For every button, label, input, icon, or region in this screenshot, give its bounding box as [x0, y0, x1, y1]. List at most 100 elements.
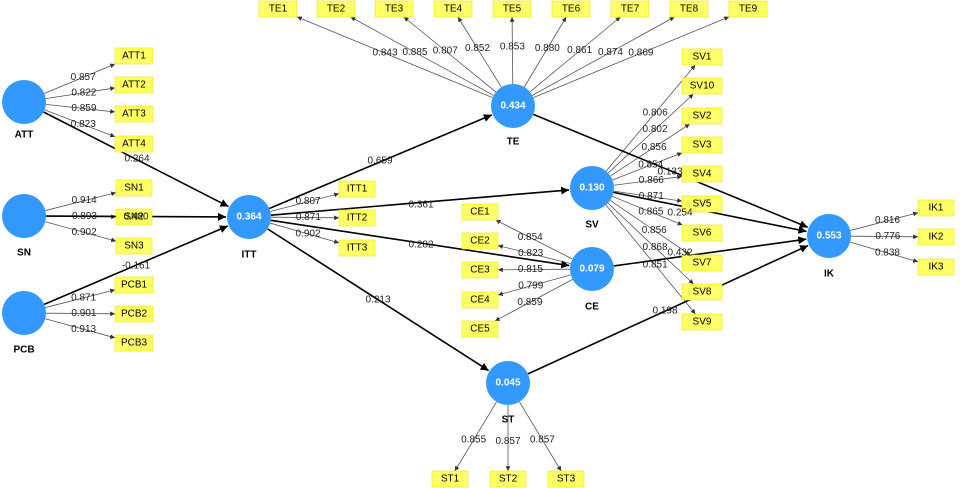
indicator-box[interactable]	[114, 305, 154, 323]
latent-itt[interactable]	[227, 195, 271, 239]
loading-arrow-sv9	[605, 204, 696, 315]
loading-arrow-sv6	[612, 195, 683, 226]
loading-value: 0.856	[642, 225, 667, 236]
indicator-box[interactable]	[681, 224, 723, 242]
loading-arrow-st3	[519, 401, 562, 472]
indicator-box[interactable]	[461, 261, 499, 279]
indicator-box[interactable]	[681, 254, 723, 272]
indicator-label: CE1	[470, 207, 490, 218]
loading-value: 0.843	[373, 48, 398, 59]
loading-value: 0.853	[500, 42, 525, 53]
latent-sn[interactable]	[2, 194, 46, 238]
loading-value: 0.807	[433, 45, 458, 56]
latent-pcb[interactable]	[2, 291, 46, 335]
indicator-box[interactable]	[114, 334, 154, 352]
latent-te[interactable]	[491, 84, 535, 128]
indicator-box[interactable]	[610, 0, 650, 18]
indicator-box[interactable]	[115, 179, 153, 197]
latent-label: ST	[502, 415, 515, 426]
indicator-box[interactable]	[433, 0, 473, 18]
loading-arrow-att2	[45, 86, 116, 100]
latent-att[interactable]	[2, 80, 46, 124]
path-pcb-itt	[43, 225, 229, 306]
indicator-box[interactable]	[681, 283, 723, 301]
indicator-box[interactable]	[114, 135, 154, 153]
indicator-box[interactable]	[917, 228, 955, 246]
indicator-label: IK1	[928, 203, 943, 214]
indicator-box[interactable]	[316, 0, 356, 18]
loading-arrow-pcb2	[45, 311, 116, 317]
indicator-box[interactable]	[681, 48, 723, 66]
indicator-box[interactable]	[681, 77, 723, 95]
indicator-box[interactable]	[489, 470, 527, 488]
indicator-box[interactable]	[728, 0, 768, 18]
loading-value: 0.866	[639, 175, 664, 186]
loading-value: 0.902	[72, 227, 97, 238]
indicator-box[interactable]	[258, 0, 298, 18]
loading-arrow-att1	[44, 63, 116, 94]
indicator-box[interactable]	[917, 199, 955, 217]
indicator-box[interactable]	[114, 105, 154, 123]
indicator-box[interactable]	[461, 291, 499, 309]
loading-arrow-st1	[454, 401, 497, 472]
indicator-boxes: ATT1ATT2ATT3ATT4SN1SN2SN3PCB1PCB2PCB3ITT…	[114, 0, 955, 488]
latent-variables: ATTSNPCB0.364ITT0.434TE0.130SV0.079CE0.0…	[2, 80, 851, 426]
indicator-box[interactable]	[681, 136, 723, 154]
indicator-box[interactable]	[461, 203, 499, 221]
indicator-label: TE3	[385, 4, 404, 15]
loading-arrow-sv1	[605, 64, 696, 172]
indicator-box[interactable]	[338, 209, 376, 227]
indicator-box[interactable]	[338, 239, 376, 257]
indicator-box[interactable]	[338, 180, 376, 198]
latent-label: IK	[824, 269, 835, 280]
indicator-label: ST3	[557, 474, 576, 485]
indicator-box[interactable]	[681, 107, 723, 125]
latent-label: PCB	[13, 345, 34, 356]
indicator-box[interactable]	[374, 0, 414, 18]
indicator-box[interactable]	[551, 0, 591, 18]
loading-value: 0.914	[72, 195, 97, 206]
path-att-itt	[43, 111, 229, 208]
latent-label: ITT	[242, 250, 257, 261]
indicator-label: ATT3	[122, 109, 146, 120]
loading-arrow-sv7	[609, 200, 691, 256]
indicator-box[interactable]	[461, 320, 499, 338]
latent-ce[interactable]	[570, 247, 614, 291]
loading-value: 0.851	[643, 259, 668, 270]
latent-sv[interactable]	[570, 166, 614, 210]
indicator-box[interactable]	[492, 0, 532, 18]
loading-arrow-ce2	[497, 244, 571, 265]
loading-arrow-ce3	[497, 267, 571, 273]
loading-arrow-sn3	[45, 221, 117, 243]
path-st-ik	[527, 244, 809, 375]
indicator-box[interactable]	[681, 313, 723, 331]
indicator-box[interactable]	[115, 237, 153, 255]
indicator-box[interactable]	[681, 195, 723, 213]
indicator-label: IK3	[928, 262, 943, 273]
path-itt-sv	[270, 186, 570, 216]
indicator-box[interactable]	[114, 276, 154, 294]
loading-arrow-pcb3	[45, 318, 116, 339]
indicator-box[interactable]	[114, 47, 154, 65]
indicator-box[interactable]	[669, 0, 709, 18]
latent-ik[interactable]	[807, 214, 851, 258]
indicator-box[interactable]	[547, 470, 585, 488]
loading-arrow-att3	[45, 103, 116, 114]
indicator-box[interactable]	[917, 258, 955, 276]
indicator-box[interactable]	[431, 470, 469, 488]
loading-value: 0.893	[72, 211, 97, 222]
path-coefficient: 0.133	[657, 167, 682, 178]
latent-st[interactable]	[486, 361, 530, 405]
indicator-box[interactable]	[115, 208, 153, 226]
indicator-box[interactable]	[114, 76, 154, 94]
loading-arrow-sv4	[613, 174, 683, 186]
loading-value: 0.874	[598, 47, 623, 58]
indicator-label: SV7	[693, 258, 712, 269]
loading-value: 0.802	[642, 124, 667, 135]
indicator-label: SV6	[693, 228, 712, 239]
loading-value: 0.871	[639, 191, 664, 202]
indicator-box[interactable]	[461, 232, 499, 250]
indicator-label: ATT2	[122, 80, 146, 91]
indicator-box[interactable]	[681, 165, 723, 183]
